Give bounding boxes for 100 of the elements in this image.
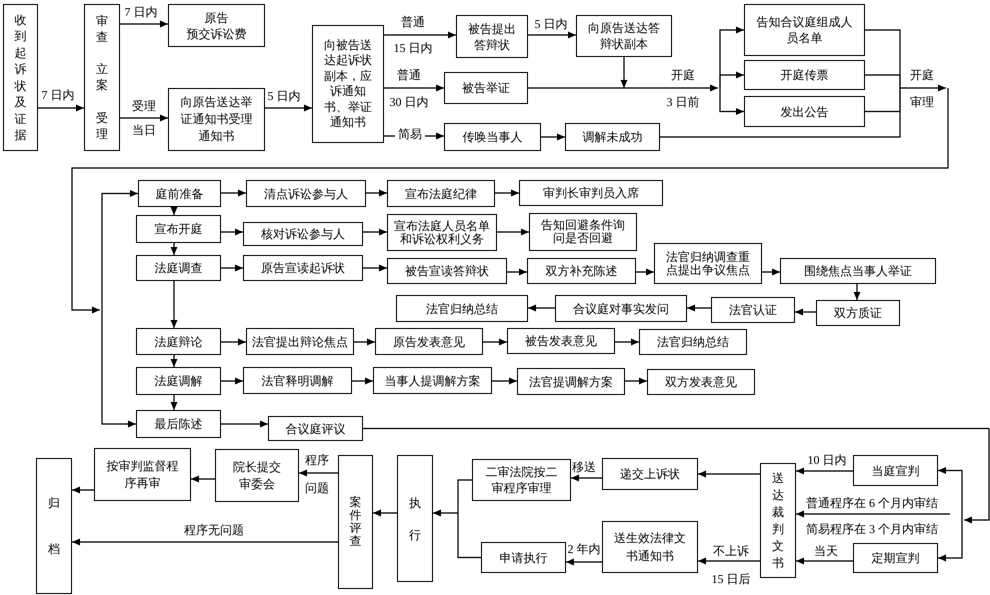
arrow: [101, 190, 138, 310]
arrow: [221, 420, 268, 428]
arrow: [221, 378, 243, 384]
process-box: [168, 4, 265, 47]
process-box: 庭前准备: [138, 180, 221, 207]
edge-label: 开庭: [910, 68, 934, 82]
arrow: [528, 304, 555, 312]
arrow: [352, 378, 373, 384]
process-box: 被告发表意见: [507, 328, 615, 354]
note-text: 问题: [305, 481, 329, 495]
edge-label: 5 日内: [534, 17, 568, 31]
arrow: [72, 486, 94, 494]
step-text: 原告: [204, 10, 228, 26]
arrow: [795, 308, 816, 316]
step-text: 审查: [95, 13, 109, 46]
arrow: [120, 20, 168, 28]
arrow: [495, 190, 519, 196]
arrow: [964, 428, 990, 524]
arrow: [354, 338, 375, 346]
process-box: 法官提调解方案: [517, 368, 625, 395]
process-box: 法官认证: [711, 297, 795, 323]
process-box: 核对诉讼参与人: [243, 222, 363, 246]
arrow: [120, 114, 168, 122]
arrow: [170, 355, 178, 367]
edge-label: 普通: [397, 68, 421, 82]
process-box: 向原告送达举证通知书受理通知书: [168, 88, 265, 151]
edge-label: 受理: [132, 99, 156, 113]
arrow: [72, 538, 338, 546]
arrow: [796, 558, 853, 564]
process-box: 送生效法律文书通知书: [602, 521, 698, 573]
process-box: 宣布法庭纪律: [387, 180, 495, 207]
process-box: 开庭传票: [744, 60, 865, 90]
note-text: 15 日内: [394, 41, 432, 55]
process-box: 法官归纳总结: [639, 329, 747, 355]
edge-label: 开庭: [671, 68, 695, 82]
arrow: [221, 228, 243, 236]
process-box: [84, 4, 120, 151]
arrow: [796, 468, 853, 474]
edge-label: 程序无问题: [184, 523, 244, 537]
process-box: 调解未成功: [565, 123, 660, 151]
arrow: [221, 190, 246, 196]
process-box: 告知合议庭组成人员名单: [744, 4, 865, 56]
process-box: 宣布开庭: [136, 215, 221, 243]
edge-label: 10 日内: [808, 453, 846, 467]
arrow: [170, 243, 178, 255]
arrow: [541, 134, 565, 140]
arrow: [492, 378, 517, 384]
process-box: 最后陈述: [136, 410, 221, 438]
connector-line: [660, 88, 901, 138]
note-text: 15 日后: [712, 572, 750, 586]
arrow: [38, 104, 84, 112]
arrow: [373, 510, 397, 516]
edge-label: 当天: [814, 544, 838, 558]
process-box: 被告宣读答辩状: [387, 258, 507, 284]
edge-label: 普通: [401, 15, 425, 29]
step-text: 预交诉讼费: [186, 26, 246, 42]
arrow: [566, 558, 602, 566]
arrow: [170, 207, 178, 215]
process-box: 案件评查: [338, 455, 373, 589]
edge-label: 7 日内: [124, 5, 158, 19]
process-box: 法官提出辩论焦点: [246, 328, 354, 355]
arrow: [687, 304, 711, 312]
process-box: 被告举证: [444, 72, 528, 104]
note-text: 简易程序在 3 个月内审结: [806, 522, 938, 536]
edge-label: 2 年内: [568, 542, 600, 556]
process-box: 告知回避条件询问是否回避: [529, 213, 637, 251]
step-text: 立案: [95, 61, 109, 94]
arrow: [384, 32, 456, 38]
arrow: [191, 476, 215, 482]
process-box: 收到起诉状及证据: [3, 4, 38, 151]
process-box: 法官归纳总结: [396, 295, 528, 322]
process-box: 双方补充陈述: [527, 258, 636, 284]
arrow: [299, 470, 338, 476]
arrow: [719, 88, 744, 115]
arrow: [854, 284, 860, 300]
arrow: [636, 268, 654, 276]
process-box: 双方质证: [816, 300, 900, 326]
edge-label: 5 日内: [268, 89, 300, 103]
note-text: 3 日前: [666, 95, 700, 109]
arrow: [528, 32, 576, 38]
edge-label: 移送: [572, 460, 596, 474]
process-box: 当事人提调解方案: [373, 367, 492, 394]
arrow: [483, 338, 507, 346]
arrow: [101, 310, 136, 428]
arrow: [221, 264, 243, 272]
edge-label: 不上诉: [713, 544, 749, 558]
connector-line: [457, 513, 481, 558]
process-box: 法庭辩论: [136, 328, 221, 355]
process-box: 原告宣读起诉状: [243, 255, 363, 281]
process-box: 法官归纳调查重点提出争议焦点: [654, 243, 762, 284]
arrow: [900, 84, 946, 92]
edge-label: 普通程序在 6 个月内审结: [806, 496, 938, 510]
process-box: 归档: [36, 458, 72, 594]
process-box: 院长提交审委会: [215, 449, 299, 502]
arrow: [363, 228, 387, 236]
process-box: 原告发表意见: [375, 328, 483, 355]
arrow: [938, 467, 963, 520]
process-box: 按审判监督程序再审: [94, 448, 191, 501]
process-box: 合议庭对事实发问: [555, 295, 687, 322]
process-box: 申请执行: [481, 542, 566, 573]
